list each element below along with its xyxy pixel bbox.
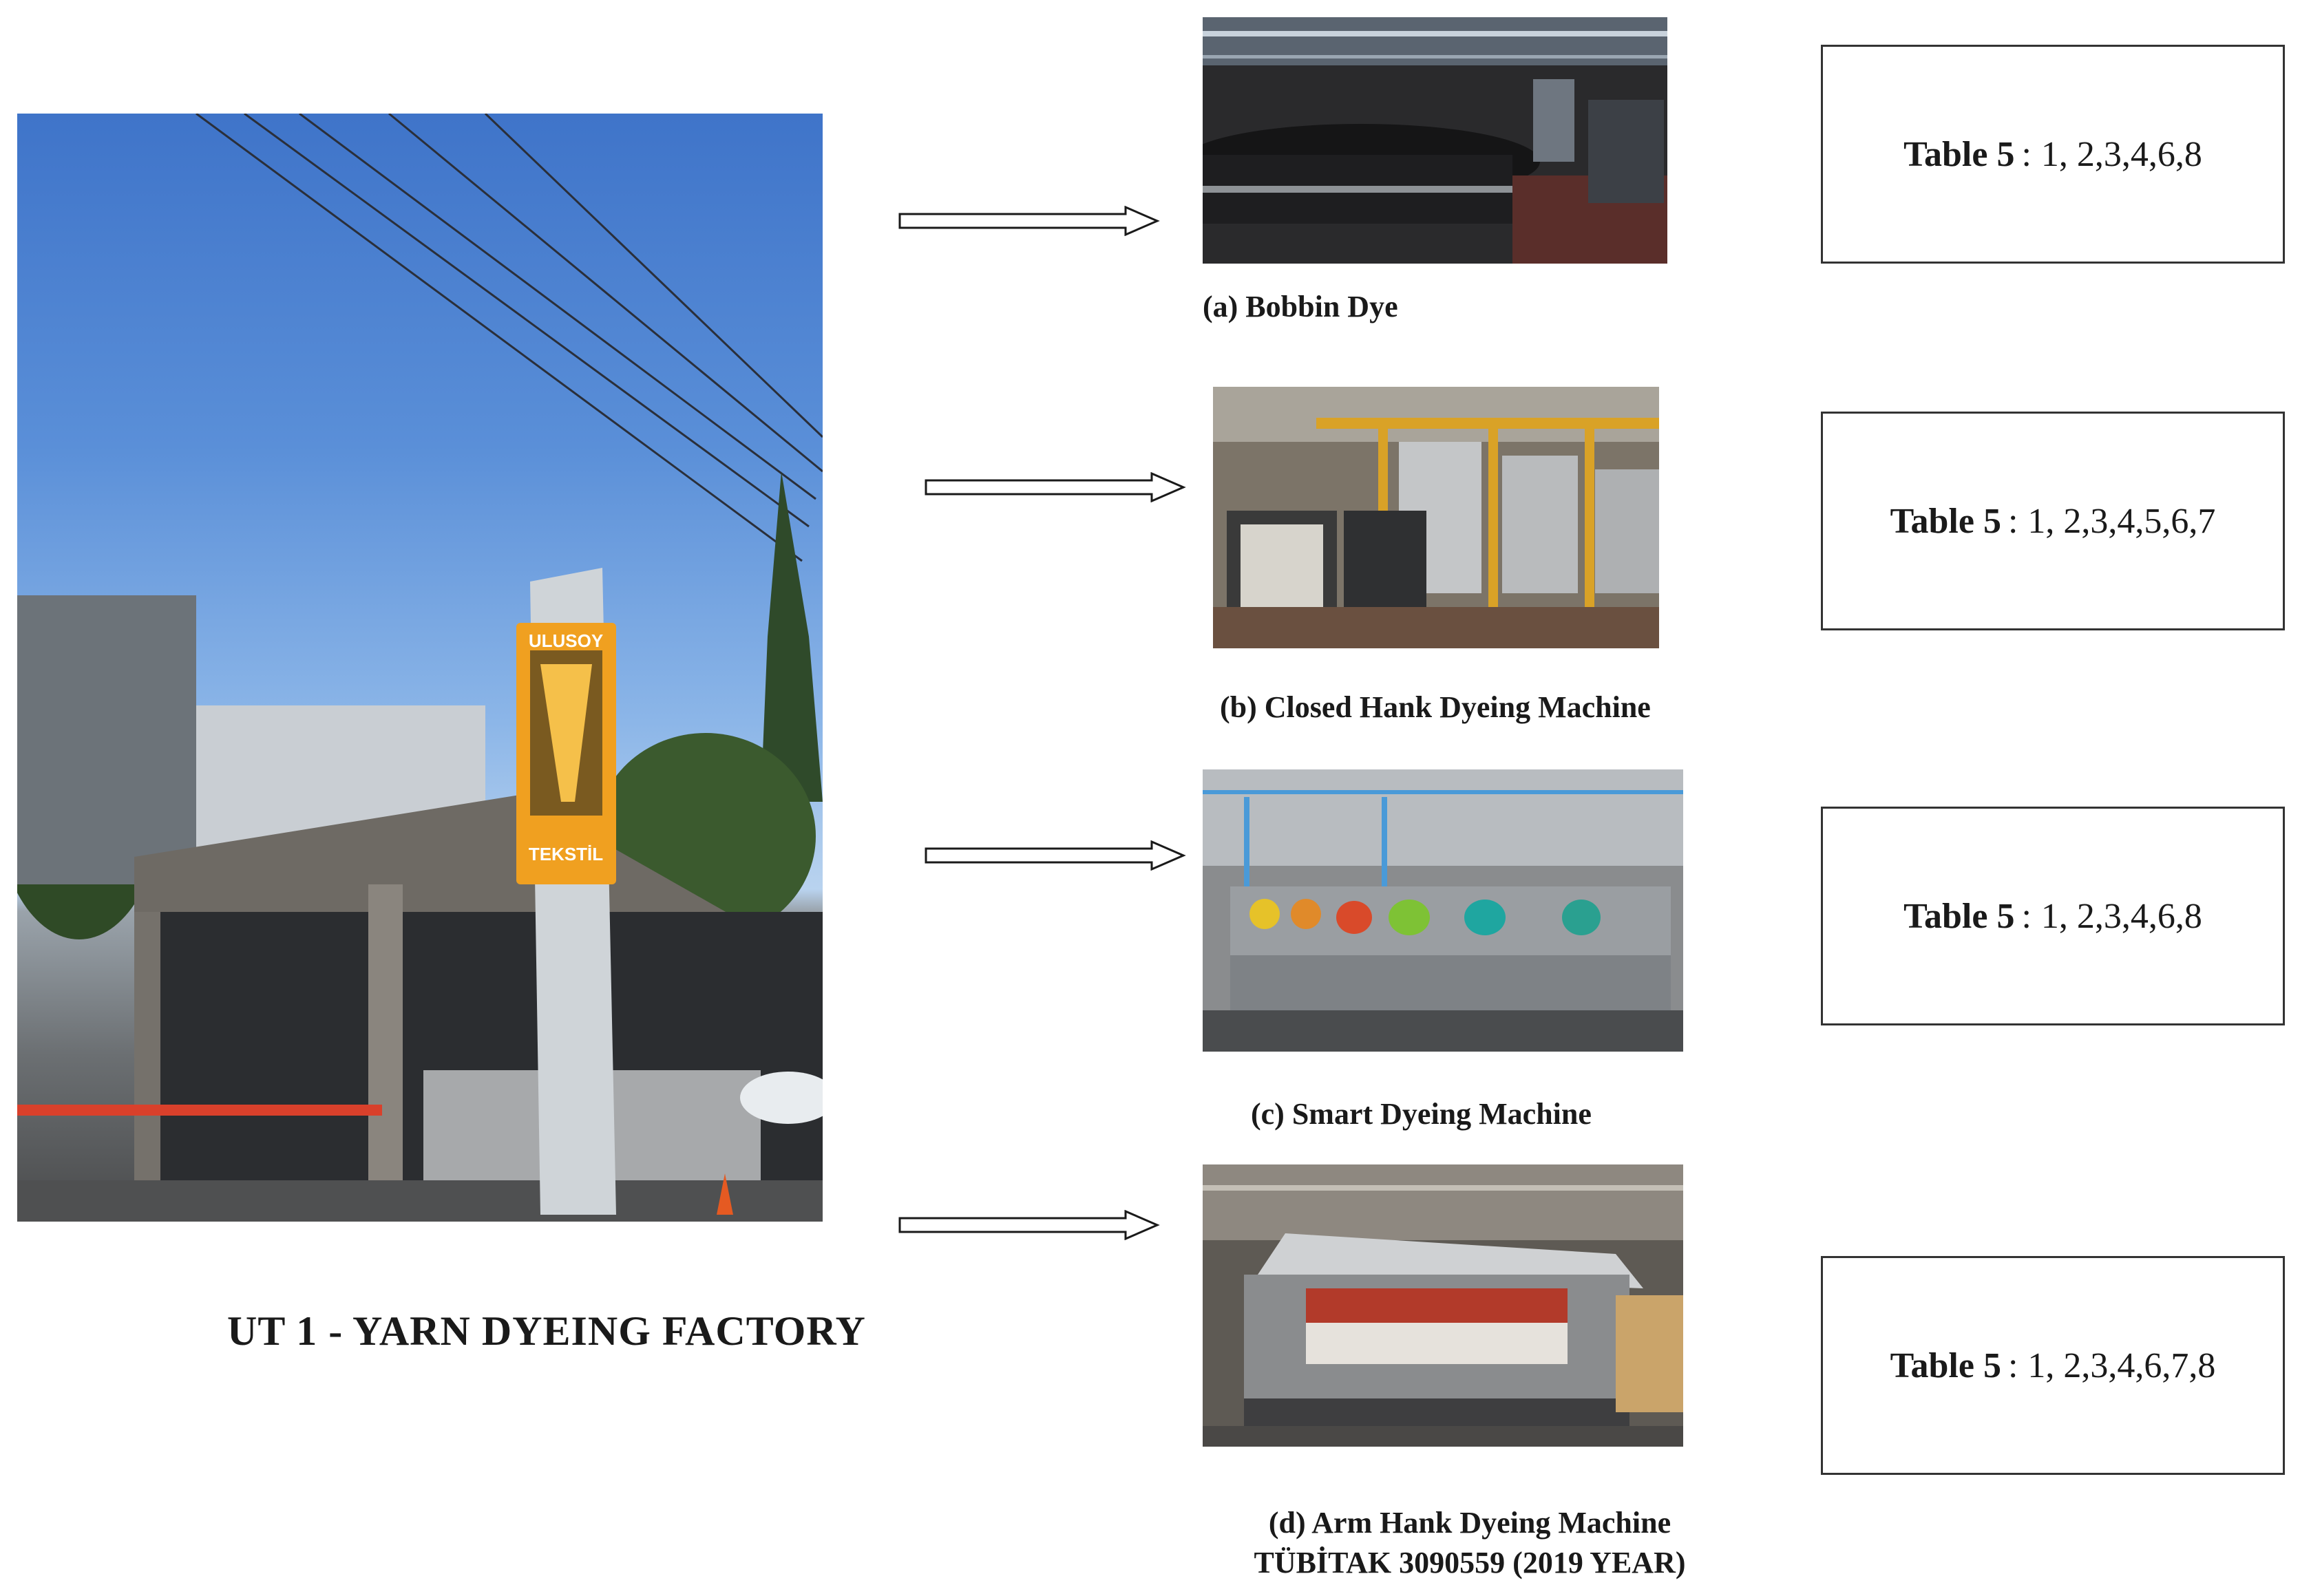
table-separator: : [2007, 501, 2018, 541]
sign-text-top: ULUSOY [529, 630, 603, 651]
table-values: 1, 2,3,4,6,8 [2040, 896, 2202, 936]
table-label: Table 5 [1890, 1345, 2001, 1385]
caption-tubitak: TÜBİTAK 3090559 (2019 YEAR) [1254, 1546, 1686, 1579]
factory-photo: ULUSOY TEKSTİL [17, 114, 823, 1222]
arrow-d [898, 1210, 1160, 1240]
table-label: Table 5 [1903, 896, 2015, 936]
table-separator: : [2007, 1345, 2018, 1385]
arrow-c [925, 840, 1186, 871]
table-box-d: Table 5 : 1, 2,3,4,6,7,8 [1821, 1256, 2285, 1475]
table-label: Table 5 [1890, 501, 2001, 541]
caption-bobbin-dye: (a) Bobbin Dye [1203, 290, 1398, 323]
bobbin-dye-photo [1203, 17, 1667, 264]
closed-hank-dyeing-photo [1213, 387, 1659, 648]
caption-closed-hank-dyeing: (b) Closed Hank Dyeing Machine [1220, 690, 1651, 724]
table-label: Table 5 [1903, 134, 2015, 174]
smart-dyeing-photo [1203, 769, 1683, 1052]
arm-hank-dyeing-photo [1203, 1164, 1683, 1447]
table-values: 1, 2,3,4,5,6,7 [2027, 501, 2216, 541]
caption-arm-hank-dyeing: (d) Arm Hank Dyeing Machine [1268, 1506, 1671, 1540]
factory-title: UT 1 - YARN DYEING FACTORY [227, 1308, 866, 1354]
table-box-c: Table 5 : 1, 2,3,4,6,8 [1821, 807, 2285, 1025]
table-box-a: Table 5 : 1, 2,3,4,6,8 [1821, 45, 2285, 264]
arrow-b [925, 472, 1186, 502]
caption-smart-dyeing: (c) Smart Dyeing Machine [1251, 1097, 1592, 1131]
table-separator: : [2021, 896, 2032, 936]
table-values: 1, 2,3,4,6,8 [2040, 134, 2202, 174]
arrow-a [898, 206, 1160, 236]
table-values: 1, 2,3,4,6,7,8 [2027, 1345, 2216, 1385]
sign-text-bottom: TEKSTİL [529, 844, 603, 864]
table-box-b: Table 5 : 1, 2,3,4,5,6,7 [1821, 412, 2285, 630]
table-separator: : [2021, 134, 2032, 174]
